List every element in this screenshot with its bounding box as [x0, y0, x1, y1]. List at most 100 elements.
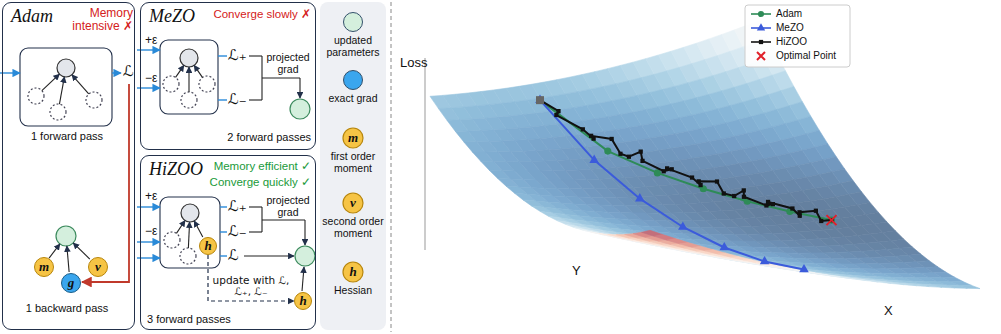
surface-cell: [925, 267, 946, 273]
legend-sample: [343, 128, 363, 148]
updated-parameter: [295, 246, 315, 266]
circle-letter: g: [62, 274, 80, 292]
surface-cell: [950, 282, 971, 286]
circle-letter: m: [35, 258, 53, 276]
trajectory-marker: [698, 183, 702, 187]
arrow-line: [176, 220, 185, 233]
legend-marker: [758, 11, 764, 17]
start-point: [536, 96, 544, 104]
caption-text: 3 forward passes: [147, 313, 231, 325]
trajectory-marker: [627, 155, 631, 159]
trajectory-marker: [790, 206, 794, 210]
dotted-neuron: [86, 92, 102, 108]
trajectory-marker: [742, 188, 746, 192]
state-circle: g: [61, 273, 81, 293]
arrow-line: [67, 246, 69, 272]
method-panel: MeZOConverge slowly ✗2 forward passes: [140, 2, 316, 150]
axis-line: [425, 58, 426, 250]
link-line: [218, 99, 227, 100]
link-line: [244, 255, 294, 256]
adam-trajectory: [540, 100, 832, 220]
axis-label: Y: [572, 264, 581, 279]
trajectory-marker: [581, 127, 585, 131]
trajectory-marker: [819, 219, 823, 223]
hizoo-trajectory-markers: [538, 98, 834, 223]
axis-label: Loss: [400, 56, 427, 71]
surface-cell: [917, 261, 938, 268]
trajectory-marker: [665, 166, 669, 170]
trajectory-marker: [678, 221, 688, 229]
trajectory-marker: [589, 134, 593, 138]
method-title: Adam: [11, 6, 53, 26]
trajectory-marker: [610, 137, 614, 141]
edge-label: update with ℒ, ℒ₊, ℒ₋: [212, 275, 290, 299]
trajectory-marker: [697, 179, 701, 183]
legend-text: HiZOO: [776, 36, 807, 47]
arrow-line: [194, 65, 202, 77]
trajectory-marker: [618, 152, 622, 156]
surface-cell: [959, 285, 980, 288]
link-line: [112, 72, 121, 73]
legend-sample: [343, 262, 363, 282]
caption-text: Memory efficient ✓: [197, 160, 311, 173]
trajectory-marker: [589, 155, 599, 163]
legend-marker: [757, 52, 765, 60]
trajectory-marker: [604, 147, 611, 154]
trajectory-marker: [554, 113, 558, 117]
state-circle: m: [34, 257, 54, 277]
pass-box: 1 forward pass: [21, 49, 113, 127]
link-line: [220, 255, 227, 256]
arrow-line: [188, 67, 189, 92]
signal-label: ℒ₊: [228, 198, 247, 215]
surface-cell: [942, 277, 963, 281]
optimal-point: [827, 215, 837, 225]
method-panel: HiZOOMemory efficient ✓Converge quickly …: [140, 155, 316, 330]
link-line: [220, 206, 227, 207]
link-line: [249, 206, 262, 207]
arrow-line: [59, 77, 64, 104]
caption-text: 2 forward passes: [221, 131, 311, 143]
signal-label: ℒ₋: [228, 91, 247, 108]
legend-marker: [759, 40, 763, 44]
link-line: [249, 231, 262, 232]
link-line: [249, 55, 262, 56]
legend-text: second order moment: [320, 216, 386, 240]
trajectory-marker: [690, 175, 694, 179]
trajectory-marker: [766, 200, 770, 204]
dotted-neuron: [164, 232, 180, 248]
signal-label: ℒ₋: [228, 223, 247, 240]
trajectory-marker: [715, 179, 719, 183]
signal-label: −ε: [145, 225, 157, 238]
link-line: [299, 78, 300, 98]
caption-text: Memory intensive ✗: [65, 7, 133, 34]
legend-marker: [757, 23, 765, 30]
signal-label: +ε: [145, 190, 157, 203]
legend-text: first order moment: [320, 151, 386, 175]
link-line: [0, 72, 20, 73]
caption-text: Converge slowly ✗: [197, 8, 311, 21]
trajectory-marker: [797, 210, 801, 214]
mezo-trajectory: [540, 100, 804, 269]
surface-cell: [933, 272, 954, 277]
signal-label: projected grad: [264, 195, 312, 219]
circle-letter: h: [295, 293, 311, 309]
arrow-line: [72, 75, 89, 94]
loss-surface: [430, 20, 980, 288]
legend-text: MeZO: [776, 22, 804, 33]
trajectory-marker: [536, 97, 543, 104]
signal-label: ℒ₊: [228, 47, 247, 64]
trajectory-marker: [771, 202, 775, 206]
legend-sample: [343, 193, 363, 213]
legend-text: Adam: [776, 8, 802, 19]
legend-panel: [320, 2, 386, 330]
legend-swatch: [343, 12, 363, 32]
network-box: [160, 40, 218, 114]
trajectory-marker: [719, 242, 729, 250]
network-box: [160, 197, 220, 268]
dotted-neuron: [180, 248, 196, 264]
caption-text: 1 forward pass: [21, 130, 113, 142]
trajectory-marker: [722, 191, 726, 195]
state-circle: h: [199, 237, 217, 255]
arrow-line: [176, 65, 184, 77]
